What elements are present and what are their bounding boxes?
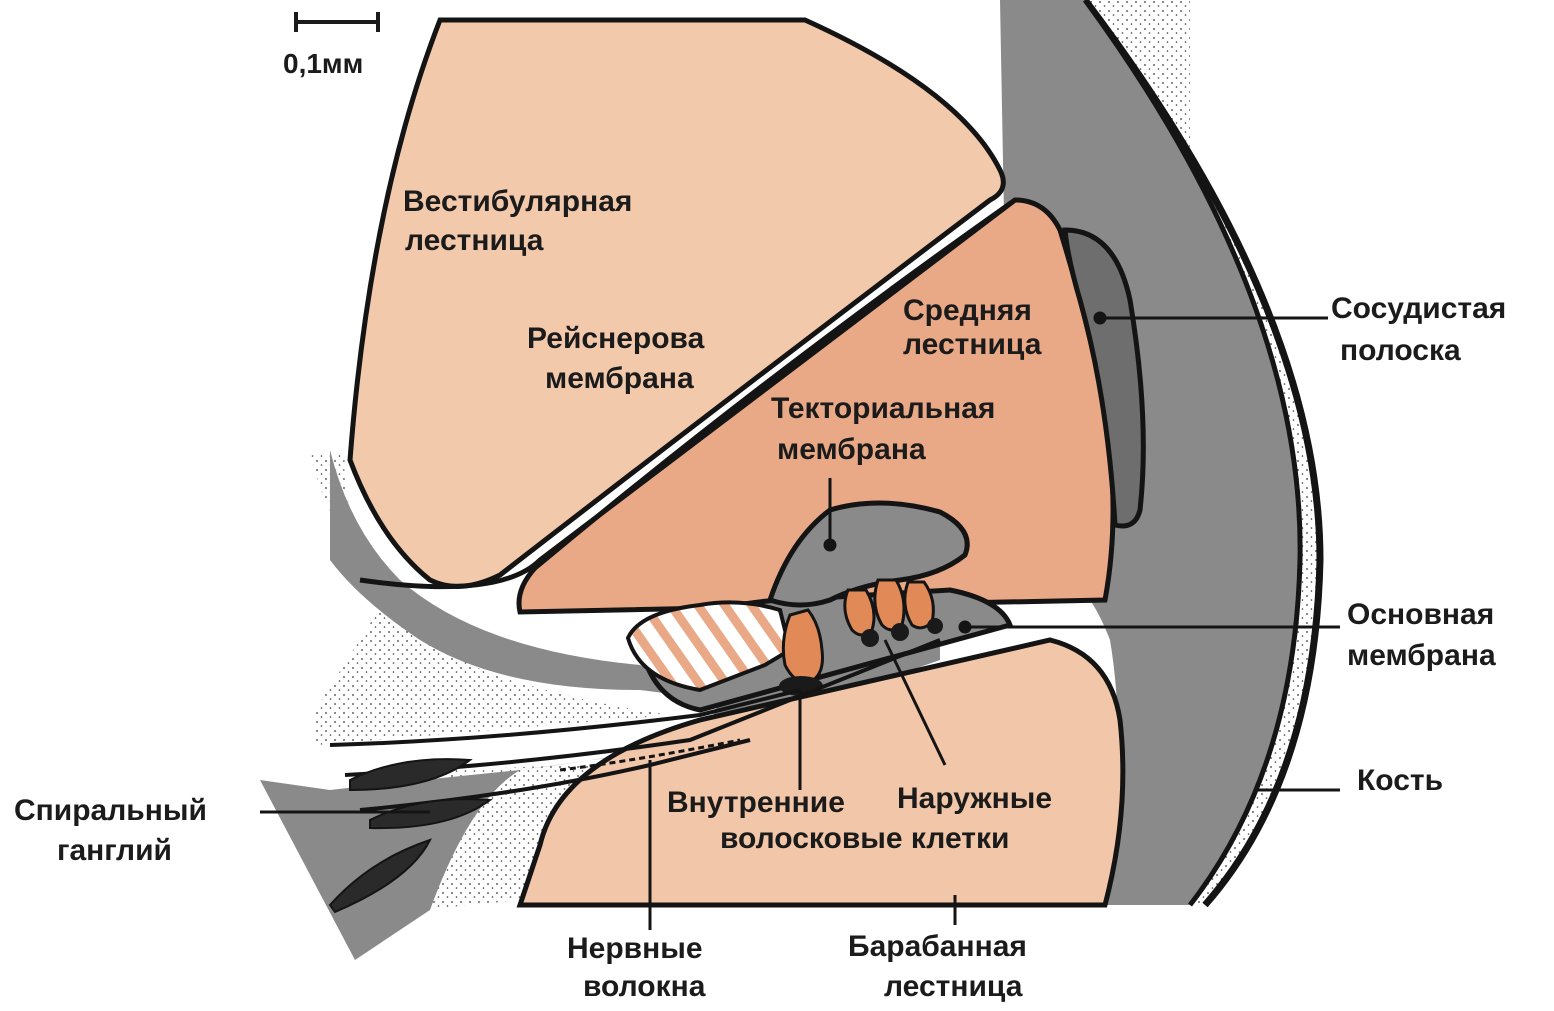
label-basilar-2: мембрана (1347, 639, 1496, 672)
label-basilar-1: Основная (1347, 598, 1494, 631)
scale-bar: 0,1мм (283, 12, 378, 79)
label-vestibular-1: Вестибулярная (403, 185, 632, 218)
label-outer-hair-cells: Наружные (897, 782, 1052, 815)
label-stria-1: Сосудистая (1331, 292, 1506, 325)
label-ganglion-1: Спиральный (14, 794, 207, 827)
label-inner-hair-cells: Внутренние (667, 786, 845, 819)
label-reissner-1: Рейснерова (527, 322, 705, 355)
label-bone: Кость (1357, 764, 1443, 797)
label-nerve-2: волокна (583, 970, 706, 1003)
label-vestibular-2: лестница (405, 224, 544, 257)
scale-bar-label: 0,1мм (283, 48, 363, 79)
label-reissner-2: мембрана (545, 362, 694, 395)
label-ganglion-2: ганглий (57, 834, 172, 867)
label-nerve-1: Нервные (567, 932, 703, 965)
label-media-2: лестница (903, 328, 1042, 361)
label-stria-2: полоска (1340, 334, 1461, 367)
label-tympani-2: лестница (884, 970, 1023, 1003)
label-tectorial-2: мембрана (777, 433, 926, 466)
label-tectorial-1: Текториальная (771, 392, 995, 425)
label-hair-cells-common: волосковые клетки (720, 822, 1009, 855)
label-tympani-1: Барабанная (848, 930, 1027, 963)
label-media-1: Средняя (903, 294, 1032, 327)
